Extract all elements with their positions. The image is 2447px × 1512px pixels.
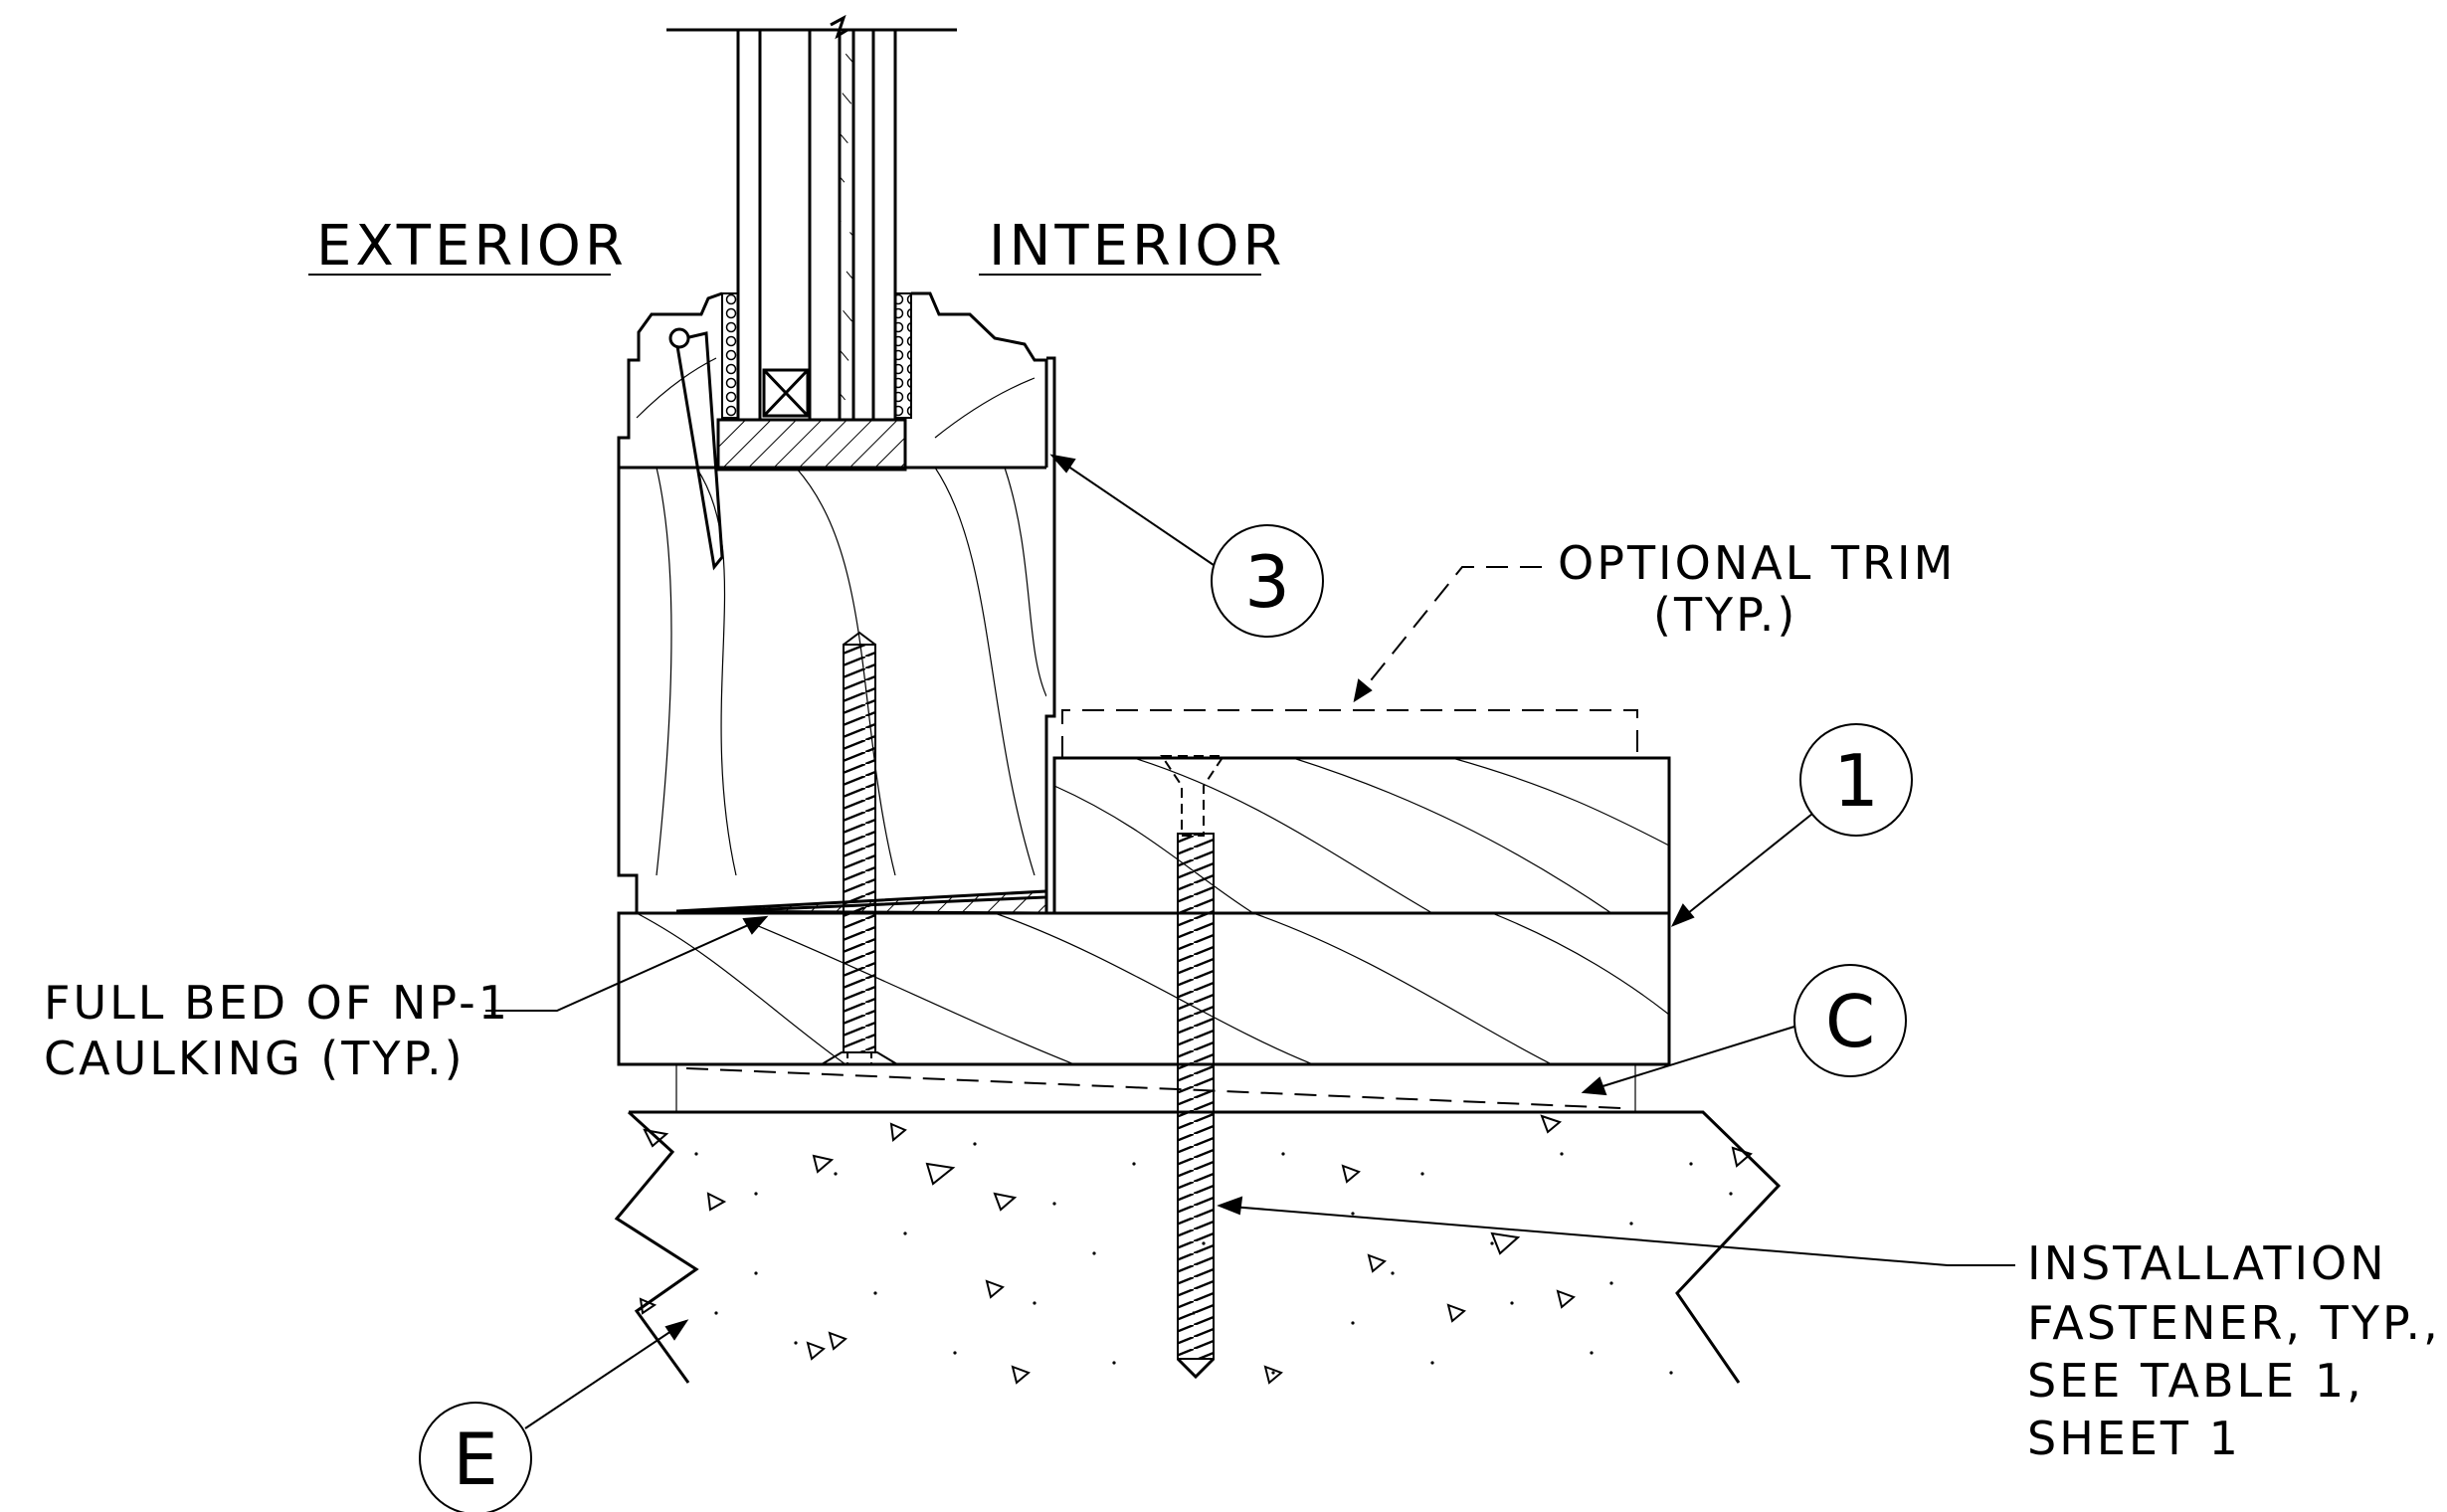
interior-label-group: INTERIOR — [979, 214, 1285, 279]
exterior-label: EXTERIOR — [316, 214, 628, 279]
bubble-sash-text: 3 — [1244, 540, 1290, 624]
optional-trim-label-line1: OPTIONAL TRIM — [1558, 536, 1956, 590]
callout-bubble-sill: 1 — [1670, 723, 1913, 927]
optional-trim-callout: OPTIONAL TRIM (TYP.) — [1353, 536, 1956, 703]
caulk-label-line2: CAULKING (TYP.) — [44, 1032, 466, 1085]
bubble-sill-text: 1 — [1833, 739, 1879, 823]
fastener-label-line4: SHEET 1 — [2027, 1412, 2241, 1465]
optional-trim-label-line2: (TYP.) — [1653, 588, 1797, 642]
interior-label: INTERIOR — [989, 214, 1285, 279]
caulk-label-line1: FULL BED OF NP-1 — [44, 976, 510, 1030]
exterior-label-group: EXTERIOR — [308, 214, 628, 279]
optional-trim — [1061, 709, 1638, 758]
bubble-substrate-text: E — [453, 1418, 498, 1501]
bubble-shim-text: C — [1825, 980, 1875, 1063]
fastener-label-line2: FASTENER, TYP., — [2027, 1296, 2441, 1350]
callout-bubble-sash: 3 — [1049, 454, 1324, 638]
installation-fastener — [1160, 755, 1225, 1380]
shim — [675, 1064, 1636, 1112]
sash-screw — [821, 631, 898, 1065]
glazing-unit — [617, 14, 1048, 472]
nail — [668, 327, 724, 571]
concrete-substrate — [614, 1110, 1782, 1385]
fastener-label-line1: INSTALLATION — [2027, 1236, 2387, 1290]
callout-bubble-shim: C — [1581, 964, 1907, 1096]
callout-bubble-substrate: E — [419, 1319, 689, 1512]
caulk-callout: FULL BED OF NP-1 CAULKING (TYP.) — [44, 915, 769, 1085]
sill — [617, 756, 1671, 1066]
fastener-callout: INSTALLATION FASTENER, TYP., SEE TABLE 1… — [1217, 1196, 2441, 1465]
fastener-label-line3: SEE TABLE 1, — [2027, 1354, 2364, 1408]
